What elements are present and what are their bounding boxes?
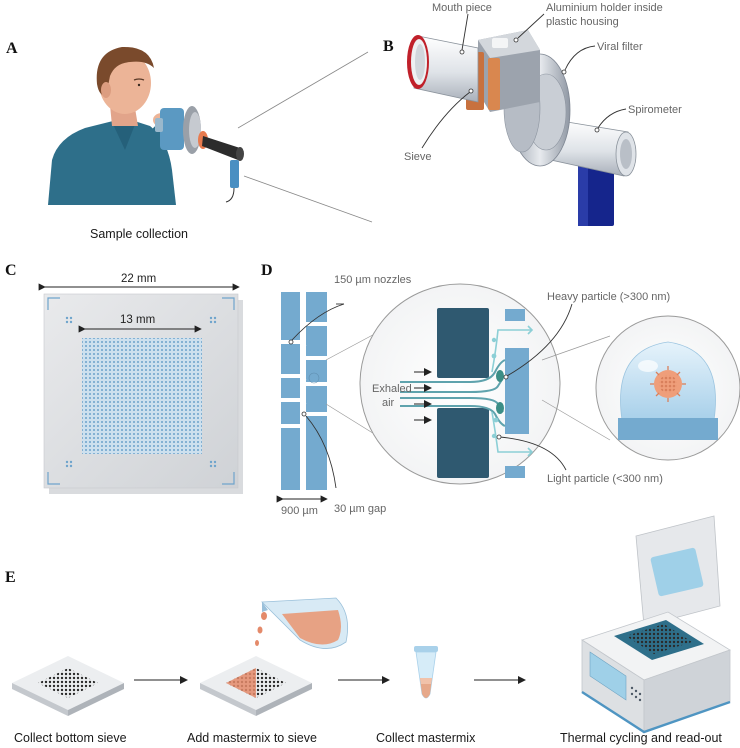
- marker-nozzles: [288, 339, 294, 345]
- leader-gap: [305, 415, 337, 489]
- panel-label-c: C: [5, 262, 17, 279]
- zoom-line-bottom: [243, 175, 373, 223]
- impactor-zoom-view: [359, 283, 561, 485]
- tube-icon: [414, 646, 438, 699]
- zoom-line-d3: [541, 335, 611, 361]
- exhaled-air-arrows: [414, 368, 432, 424]
- label-nozzles: 150 µm nozzles: [334, 274, 412, 286]
- step-label-2: Add mastermix to sieve: [187, 731, 317, 745]
- marker-holder: [513, 37, 519, 43]
- panel-label-e: E: [5, 569, 16, 586]
- marker-sieve: [468, 88, 474, 94]
- sampling-device-illustration: [407, 30, 637, 226]
- step-label-1: Collect bottom sieve: [14, 731, 127, 745]
- marker-spirometer: [594, 127, 600, 133]
- dimension-outer-label: 22 mm: [121, 273, 156, 285]
- dimension-inner-label: 13 mm: [120, 314, 155, 326]
- callout-sieve: Sieve: [404, 151, 432, 163]
- impactor-cross-section: [281, 292, 327, 490]
- zoom-line-top: [237, 51, 369, 129]
- callout-mouth-piece: Mouth piece: [432, 2, 492, 14]
- panel-label-b: B: [383, 38, 394, 55]
- callout-holder-line2: plastic housing: [546, 16, 619, 28]
- marker-heavy: [503, 374, 509, 380]
- leader-nozzles: [291, 303, 345, 341]
- sieve-plate-icon: [12, 656, 124, 716]
- person-breathing-illustration: [48, 46, 244, 205]
- callout-spirometer: Spirometer: [628, 104, 682, 116]
- step-label-4: Thermal cycling and read-out: [560, 731, 722, 745]
- label-light-particle: Light particle (<300 nm): [547, 473, 663, 485]
- leader-light: [499, 436, 567, 471]
- callout-viral-filter: Viral filter: [597, 41, 643, 53]
- leader-heavy: [506, 303, 573, 377]
- label-gap: 30 µm gap: [334, 503, 386, 515]
- panel-label-a: A: [6, 40, 18, 57]
- callout-holder-line1: Aluminium holder inside: [546, 2, 663, 14]
- panel-label-d: D: [261, 262, 273, 279]
- label-heavy-particle: Heavy particle (>300 nm): [547, 291, 670, 303]
- label-width: 900 µm: [281, 505, 318, 517]
- caption-sample-collection: Sample collection: [90, 227, 188, 241]
- step-label-3: Collect mastermix: [376, 731, 476, 745]
- beaker-pouring-icon: [255, 597, 349, 649]
- thermal-cycler-icon: [581, 515, 731, 734]
- label-exhaled-line1: Exhaled: [372, 383, 412, 395]
- marker-light: [496, 434, 502, 440]
- mastermix-sieve-icon: [200, 656, 312, 716]
- label-exhaled-line2: air: [382, 397, 395, 409]
- droplet-with-particle: [595, 315, 740, 461]
- marker-mouth-piece: [459, 49, 465, 55]
- marker-gap: [301, 411, 307, 417]
- marker-viral-filter: [561, 69, 567, 75]
- zoom-line-d4: [541, 399, 611, 441]
- leader-viral-filter: [564, 45, 596, 71]
- leader-sieve: [421, 91, 471, 149]
- leader-holder: [517, 13, 545, 39]
- leader-mouth-piece: [461, 13, 469, 51]
- leader-spirometer: [597, 108, 627, 129]
